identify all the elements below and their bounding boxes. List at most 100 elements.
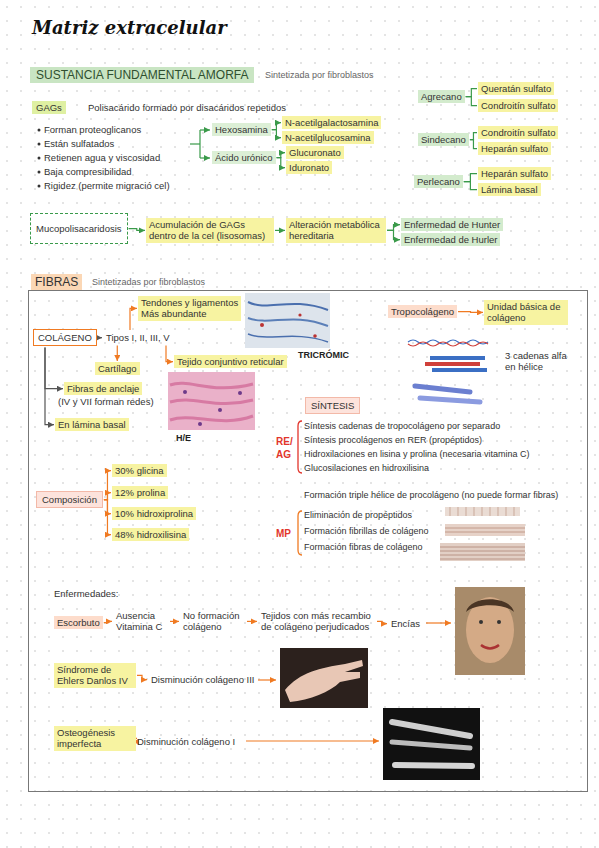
note-text: Sintetizada por fibroblastos (265, 70, 374, 81)
illustration-part (248, 334, 328, 342)
concept-box: Tropocolágeno (388, 305, 457, 318)
illustration-part (425, 362, 480, 366)
illustration-part (170, 416, 253, 421)
node-text: Acumulación de GAGs dentro de la cel (li… (149, 219, 271, 242)
illustration-part (190, 130, 210, 158)
concept-box: Disminución colágeno I (134, 735, 238, 748)
connector (45, 347, 63, 388)
concept-box: COLÁGENO (33, 329, 97, 346)
concept-box: Alteración metabólica hereditaria (286, 218, 386, 243)
note-text: Baja compresibilidad (44, 166, 132, 177)
concept-box: Heparán sulfato (478, 167, 551, 180)
illustration-part (479, 620, 483, 624)
concept-box: No formación colágeno (180, 609, 246, 634)
node-text: Heparán sulfato (481, 143, 548, 154)
illustration-part (198, 422, 202, 426)
node-text: Iduronato (289, 162, 329, 173)
node-text: Encías (391, 618, 420, 629)
illustration-part (248, 318, 328, 326)
node-text: Enfermedad de Hurler (404, 234, 497, 245)
concept-box: 12% prolina (112, 486, 168, 499)
concept-box: GAGs (32, 101, 66, 114)
concept-box: Encías (388, 617, 423, 630)
illustration-part (168, 372, 255, 430)
illustration-part (218, 408, 222, 412)
node-text: Heparán sulfato (481, 168, 548, 179)
illustration-part (38, 157, 41, 160)
concept-box: Heparán sulfato (478, 142, 551, 155)
node-text: Tejidos con más recambio de colágeno per… (261, 610, 373, 633)
connector (377, 621, 387, 623)
concept-box: Ausencia Vitamina C (113, 609, 169, 634)
node-text: N-acetilgalactosamina (285, 117, 378, 128)
connector (464, 174, 477, 182)
node-text: Condroitín sulfato (481, 100, 555, 111)
node-text: Agrecano (421, 91, 462, 102)
concept-box: Queratán sulfato (478, 82, 554, 95)
node-text: Más abundante (141, 308, 238, 319)
concept-box: Unidad básica de colágeno (484, 300, 568, 325)
node-text: 12% prolina (115, 487, 165, 498)
illustration-part (383, 708, 480, 780)
note-text: Enfermedades: (54, 588, 118, 599)
illustration-part (426, 622, 451, 623)
illustration-part (445, 507, 520, 516)
concept-box: SUSTANCIA FUNDAMENTAL AMORFA (30, 67, 254, 83)
illustration-part (245, 293, 330, 348)
concept-box: Tejidos con más recambio de colágeno per… (258, 609, 376, 634)
illustration-part (38, 185, 41, 188)
connector (130, 308, 137, 330)
connector (104, 621, 112, 622)
concept-box: Iduronato (286, 161, 332, 174)
node-text: N-acetilglucosamina (285, 132, 371, 143)
node-text: Unidad básica de colágeno (487, 301, 565, 324)
node-text: No formación colágeno (183, 610, 243, 633)
illustration-part (258, 679, 276, 680)
illustration-part (455, 587, 525, 675)
note-text: Formación fibrillas de colágeno (304, 526, 429, 537)
connector (137, 675, 147, 679)
node-text: FIBRAS (31, 274, 82, 290)
concept-box: Hexosamina (212, 123, 271, 136)
concept-box: 10% hidroxiprolina (112, 507, 196, 520)
note-text: Eliminación de propéptidos (304, 510, 412, 521)
concept-box: Escorbuto (54, 616, 103, 629)
concept-box: Agrecano (418, 90, 465, 103)
concept-box: Tipos I, II, III, V (103, 331, 173, 344)
note-text: Rigidez (permite migració cel) (44, 180, 170, 191)
node-text: Disminución colágeno I (137, 736, 235, 747)
illustration-part (440, 547, 525, 559)
connector (466, 97, 477, 106)
concept-box: Composición (36, 491, 103, 508)
concept-box: SÍNTESIS (305, 397, 360, 414)
concept-box: Fibras de anclaje (64, 382, 142, 395)
node-text: 30% glicina (115, 465, 164, 476)
node-text: Escorbuto (57, 617, 100, 628)
note-text: Glucosilaciones en hidroxilisina (304, 463, 429, 474)
note-text: Forman proteoglicanos (44, 124, 141, 135)
illustration-part (440, 507, 525, 561)
note-text: RE/ (276, 436, 293, 448)
illustration-part (190, 143, 200, 144)
connector (466, 89, 477, 97)
node-text: Mucopolisacaridosis (36, 223, 122, 234)
illustration-part (466, 599, 514, 612)
concept-box: Cartílago (95, 362, 140, 375)
node-text: Alteración metabólica hereditaria (289, 219, 383, 242)
connector (275, 230, 285, 231)
connector (387, 230, 400, 239)
illustration-part (245, 293, 330, 348)
connector (277, 153, 285, 158)
connector (272, 130, 281, 138)
illustration-part (445, 524, 525, 536)
illustration-part (392, 742, 470, 748)
node-text: SUSTANCIA FUNDAMENTAL AMORFA (36, 68, 248, 82)
node-text: Ácido urónico (215, 152, 273, 163)
concept-box: N-acetilglucosamina (282, 131, 374, 144)
node-text: En lámina basal (58, 419, 126, 430)
node-text: Queratán sulfato (481, 83, 551, 94)
note-text: Polisacárido formado por disacáridos rep… (88, 102, 286, 113)
illustration-part (200, 157, 210, 158)
connector (104, 493, 111, 500)
node-text: 48% hidroxilisina (115, 529, 186, 540)
